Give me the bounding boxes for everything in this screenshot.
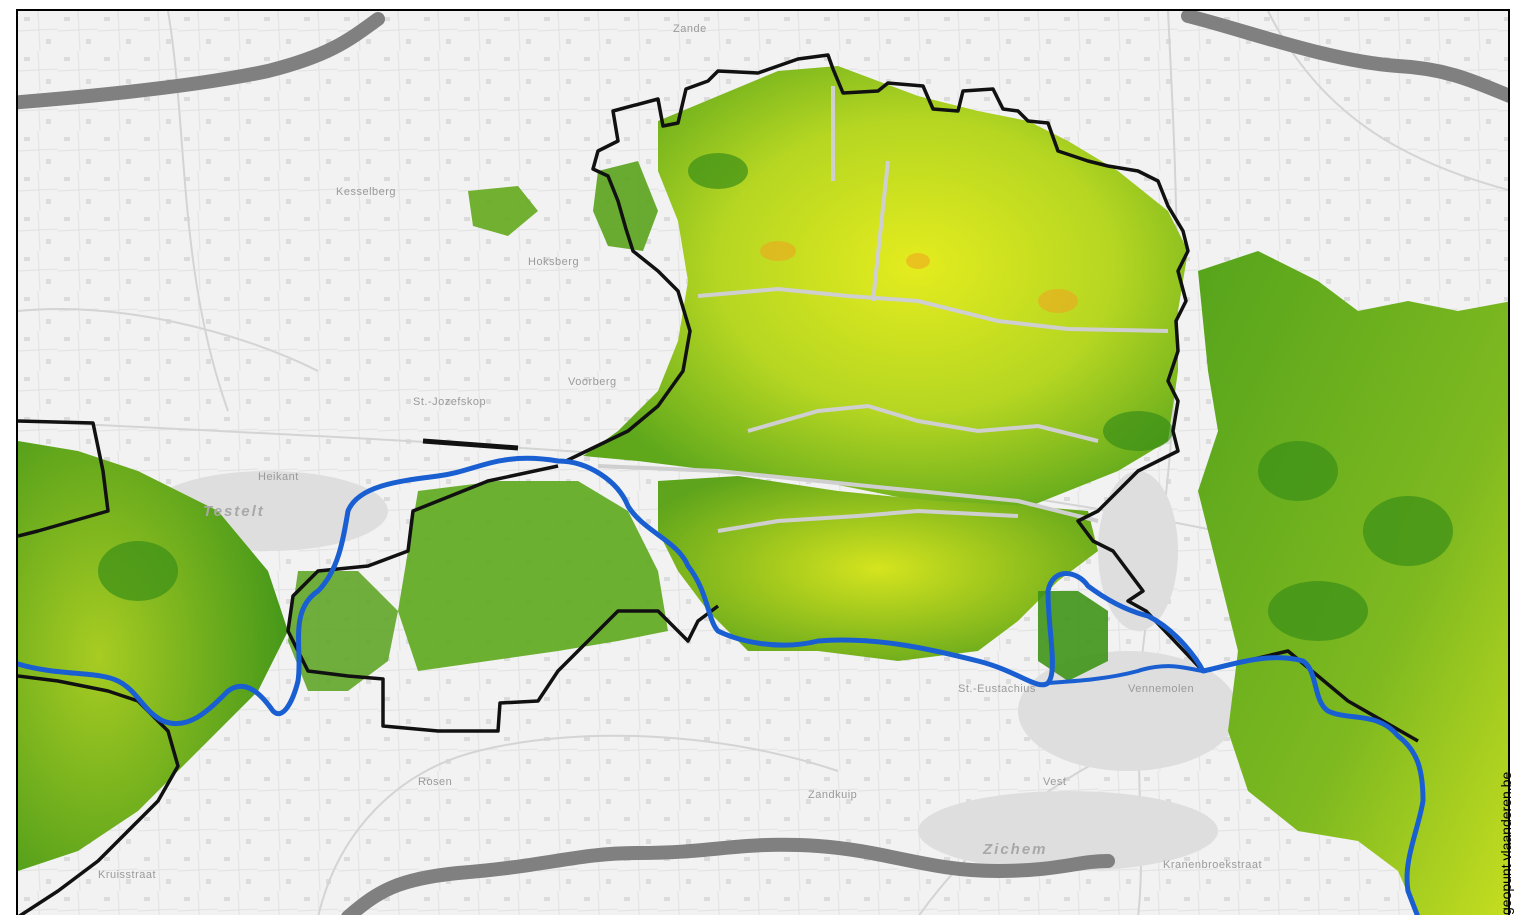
boundary-west [18,419,110,538]
internal-tracks [597,86,1169,533]
place-label-rosen: Rosen [418,776,453,788]
place-label-kranenbroekstraat: Kranenbroekstraat [1163,859,1262,871]
place-label-heikant: Heikant [258,471,299,483]
river-south [1047,664,1204,685]
place-label-hoksberg: Hoksberg [528,256,580,268]
vegetation-hotspots [760,241,1078,313]
place-label-zandkuip: Zandkuip [808,789,858,801]
map-credit: geopunt vlaanderen.be [1498,771,1514,915]
town-label-testelt: Testelt [203,503,265,520]
boundary-inner [286,464,720,733]
map-frame[interactable]: Testelt Zichem Zande Hoksberg Kesselberg… [16,9,1510,915]
river [18,455,1426,915]
buffer-band [18,11,1508,915]
vegetation-southeast [1038,591,1108,681]
map-canvas[interactable] [18,11,1510,915]
boundary-dash [422,438,519,451]
place-label-zande: Zande [673,23,707,35]
place-label-st-jozefskop: St.-Jozefskop [413,396,487,408]
vegetation-dark-speckle [98,153,1453,641]
boundary-southwest [18,674,180,915]
place-label-st-eustachius: St.-Eustachius [958,683,1036,695]
town-label-zichem: Zichem [983,841,1048,858]
vegetation-patch-nw [468,186,538,236]
place-label-kruisstraat: Kruisstraat [98,869,157,881]
vegetation-westcenter [288,571,398,691]
place-label-vennemolen: Vennemolen [1128,683,1195,695]
place-label-kesselberg: Kesselberg [336,186,397,198]
vegetation-layer [18,66,1508,915]
vegetation-west [18,441,288,871]
vegetation-inner [398,481,668,671]
place-label-vest: Vest [1043,776,1067,788]
area-boundary [18,53,1419,915]
boundary-main [565,53,1419,743]
vegetation-east [1198,251,1508,915]
place-label-voorberg: Voorberg [568,376,617,388]
